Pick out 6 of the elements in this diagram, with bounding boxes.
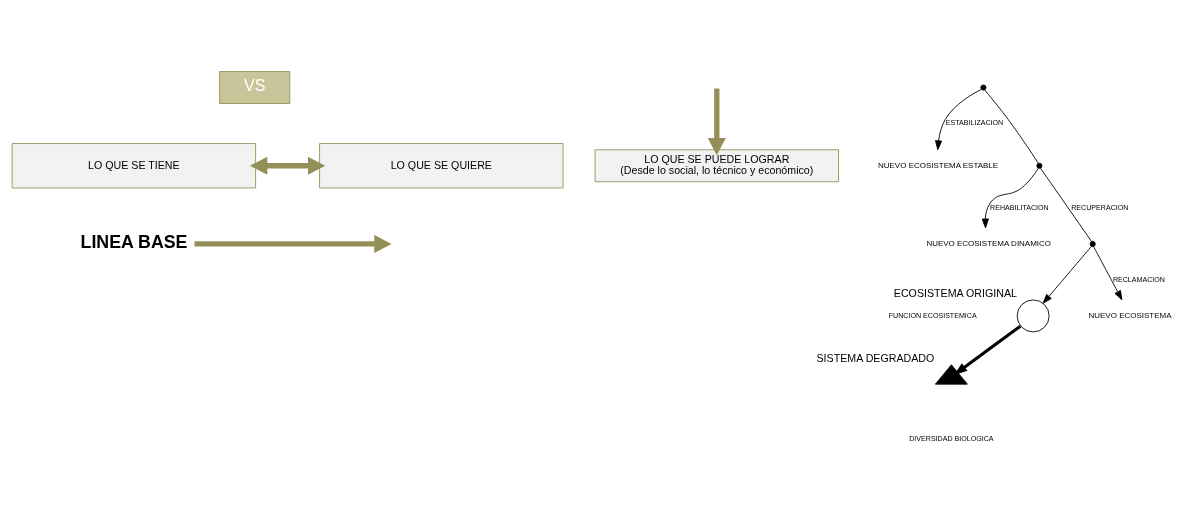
node-text: NUEVO ECOSISTEMA ESTABLE [878,160,999,170]
node-text: NUEVO ECOSISTEMA [1088,310,1172,320]
node-label: SISTEMA DEGRADADO [816,351,935,364]
node-label: ECOSISTEMA ORIGINAL [893,286,1017,299]
node-text: NUEVO ECOSISTEMA DINAMICO [926,238,1052,248]
node-text: LINEA BASE [80,231,188,252]
